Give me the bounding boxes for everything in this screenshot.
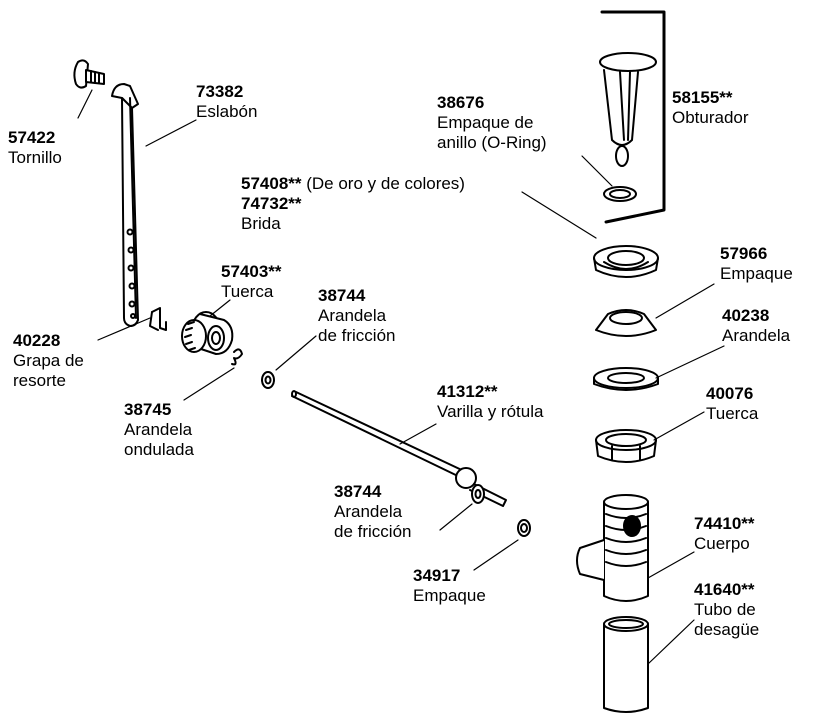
label-empaque-small: 34917 Empaque <box>413 566 486 606</box>
label-grapa: 40228 Grapa de resorte <box>13 331 84 391</box>
part-number: 38676 <box>437 93 485 112</box>
spring-clip-part <box>149 307 167 331</box>
part-number: 38744 <box>334 482 382 501</box>
part-name: Arandela <box>722 326 791 345</box>
part-name: Varilla y rótula <box>437 402 544 421</box>
part-name: Eslabón <box>196 102 258 121</box>
part-number: 74410** <box>694 514 755 533</box>
flange-part <box>593 245 659 278</box>
label-obturador: 58155** Obturador <box>672 88 749 128</box>
gasket-part <box>595 309 657 337</box>
part-name: Grapa de <box>13 351 84 370</box>
part-number-alt: 74732** <box>241 194 302 213</box>
part-note: (De oro y de colores) <box>301 174 465 193</box>
strap-part <box>111 83 139 327</box>
part-name: Arandela <box>124 420 193 439</box>
part-number: 57966 <box>720 244 768 263</box>
part-name: Cuerpo <box>694 534 750 553</box>
part-number: 40076 <box>706 384 754 403</box>
label-tuerca: 40076 Tuerca <box>706 384 758 424</box>
part-name-line2: anillo (O-Ring) <box>437 133 547 152</box>
part-number: 38744 <box>318 286 366 305</box>
gasket-small-part <box>517 519 531 537</box>
part-name: Brida <box>241 214 281 233</box>
tailpiece-part <box>603 616 649 713</box>
part-name: Tornillo <box>8 148 62 167</box>
part-number: 73382 <box>196 82 244 101</box>
label-tornillo: 57422 Tornillo <box>8 128 62 168</box>
part-name: Arandela <box>318 306 387 325</box>
part-name-line2: ondulada <box>124 440 194 459</box>
knurled-nut-part <box>181 311 234 355</box>
part-name: Empaque <box>720 264 793 283</box>
label-tubo: 41640** Tubo de desagüe <box>694 580 759 640</box>
part-name-line2: de fricción <box>334 522 412 541</box>
part-number: 57408** <box>241 174 302 193</box>
screw-part <box>73 59 105 89</box>
nut-part <box>595 429 657 463</box>
part-number: 41640** <box>694 580 755 599</box>
part-number: 41312** <box>437 382 498 401</box>
rod-part <box>291 390 507 507</box>
part-name: Tubo de <box>694 600 756 619</box>
part-number: 57422 <box>8 128 56 147</box>
friction-washer-1-part <box>261 371 275 389</box>
part-number: 57403** <box>221 262 282 281</box>
wave-washer-part <box>231 348 243 366</box>
body-part <box>576 494 649 602</box>
label-arandela-ondulada: 38745 Arandela ondulada <box>124 400 194 460</box>
label-empaque: 57966 Empaque <box>720 244 793 284</box>
part-number: 40238 <box>722 306 770 325</box>
part-name-line2: desagüe <box>694 620 760 639</box>
part-name: Arandela <box>334 502 403 521</box>
friction-washer-2-part <box>471 484 485 504</box>
label-arandela: 40238 Arandela <box>722 306 790 346</box>
part-name-line2: resorte <box>13 371 66 390</box>
label-cuerpo: 74410** Cuerpo <box>694 514 755 554</box>
label-arandela-friccion-2: 38744 Arandela de fricción <box>334 482 411 542</box>
part-number: 38745 <box>124 400 172 419</box>
part-name: Empaque <box>413 586 486 605</box>
part-number: 58155** <box>672 88 733 107</box>
label-varilla: 41312** Varilla y rótula <box>437 382 543 422</box>
part-name: Tuerca <box>221 282 274 301</box>
part-number: 34917 <box>413 566 461 585</box>
leader-lines <box>77 89 725 665</box>
part-name: Obturador <box>672 108 749 127</box>
stopper-part <box>599 10 666 224</box>
label-brida: 57408** (De oro y de colores) 74732** Br… <box>241 174 465 234</box>
label-oring: 38676 Empaque de anillo (O-Ring) <box>437 93 547 153</box>
label-arandela-friccion-1: 38744 Arandela de fricción <box>318 286 395 346</box>
part-name-line2: de fricción <box>318 326 396 345</box>
part-number: 40228 <box>13 331 61 350</box>
part-name: Empaque de <box>437 113 534 132</box>
washer-part <box>593 367 659 391</box>
label-tuerca-small: 57403** Tuerca <box>221 262 282 302</box>
part-name: Tuerca <box>706 404 759 423</box>
label-eslabon: 73382 Eslabón <box>196 82 257 122</box>
